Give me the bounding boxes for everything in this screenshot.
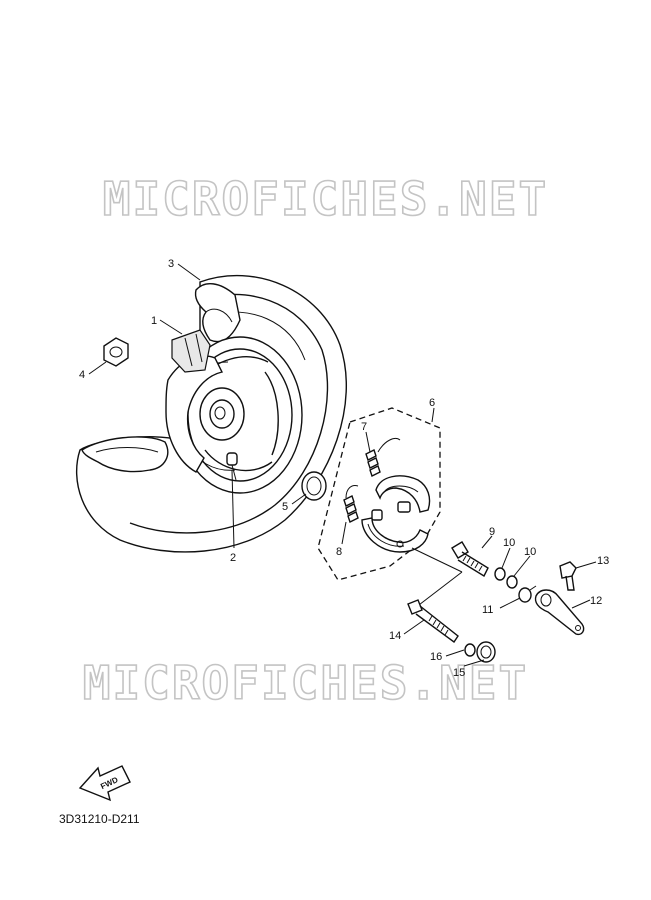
nut-part-4: [103, 337, 129, 367]
callout-13: 13: [597, 555, 609, 567]
callout-10b: 10: [524, 546, 536, 558]
callout-1: 1: [151, 315, 157, 327]
wheel-assembly: [76, 274, 347, 553]
callout-5: 5: [282, 501, 288, 513]
callout-6: 6: [429, 397, 435, 409]
diagram-code: 3D31210-D211: [59, 812, 140, 826]
callout-7: 7: [361, 421, 367, 433]
brake-cam-lever-part-12: [534, 589, 585, 636]
callout-4: 4: [79, 369, 85, 381]
collar-part-15: [476, 641, 496, 663]
callout-15: 15: [453, 667, 465, 679]
camshaft-part-9: [451, 541, 489, 577]
watermark-top: MICROFICHES.NET: [102, 171, 549, 227]
callout-leaders: [88, 263, 597, 667]
bolt-part-13: [559, 561, 577, 591]
washer-part-10b: [506, 575, 518, 589]
indicator-plate-part-11: [518, 585, 537, 603]
leader-camshaft-to-pin: [414, 571, 463, 609]
callout-16: 16: [430, 651, 442, 663]
o-ring-part-16: [464, 643, 476, 657]
leader-shoe-to-camshaft: [411, 547, 463, 573]
callout-14: 14: [389, 630, 401, 642]
oil-seal-part-5: [301, 471, 327, 501]
fwd-arrow-icon: FWD: [78, 765, 131, 802]
callout-12: 12: [590, 595, 602, 607]
callout-9: 9: [489, 526, 495, 538]
watermark-bottom: MICROFICHES.NET: [82, 655, 529, 711]
callout-numbers: 3 1 4 2 5 6 7 8 9 10 10 11 12 13 14 15 1…: [79, 258, 609, 679]
pin-part-14: [407, 599, 459, 643]
callout-8: 8: [336, 546, 342, 558]
callout-3: 3: [168, 258, 174, 270]
brake-shoes: [361, 475, 431, 553]
spring-part-7: [365, 438, 401, 477]
washer-part-10a: [494, 567, 506, 581]
callout-2: 2: [230, 552, 236, 564]
callout-10a: 10: [503, 537, 515, 549]
callout-11: 11: [482, 604, 493, 616]
spring-part-8: [343, 485, 359, 523]
